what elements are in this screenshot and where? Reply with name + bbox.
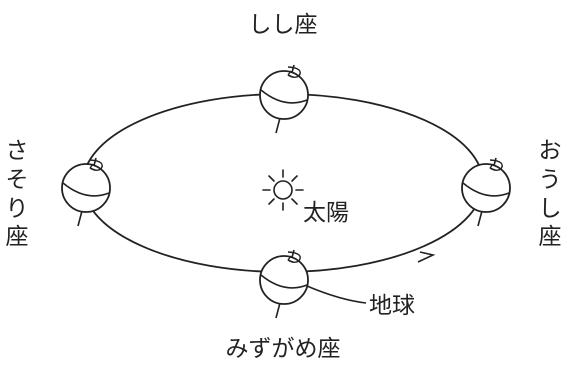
svg-text:し: し bbox=[539, 196, 562, 222]
svg-text:り: り bbox=[6, 196, 29, 222]
label-taurus: お う し 座 bbox=[539, 138, 562, 250]
label-scorpius: さ そ り 座 bbox=[6, 138, 29, 250]
svg-text:お: お bbox=[539, 138, 562, 164]
label-sun: 太陽 bbox=[303, 200, 349, 226]
orbit-direction-arrow bbox=[417, 251, 436, 263]
svg-text:さ: さ bbox=[6, 138, 29, 164]
svg-text:そ: そ bbox=[6, 167, 29, 193]
earth-icon-left bbox=[61, 157, 111, 227]
svg-text:座: 座 bbox=[6, 224, 29, 250]
sun-icon bbox=[262, 169, 304, 211]
svg-text:座: 座 bbox=[539, 224, 562, 250]
label-aquarius: みずがめ座 bbox=[226, 336, 341, 362]
label-leo: しし座 bbox=[249, 12, 318, 38]
earth-icon-bottom bbox=[259, 249, 309, 319]
earth-icon-top bbox=[259, 64, 309, 134]
svg-text:う: う bbox=[539, 167, 562, 193]
earth-label-leader bbox=[306, 285, 367, 304]
label-earth: 地球 bbox=[369, 293, 415, 319]
